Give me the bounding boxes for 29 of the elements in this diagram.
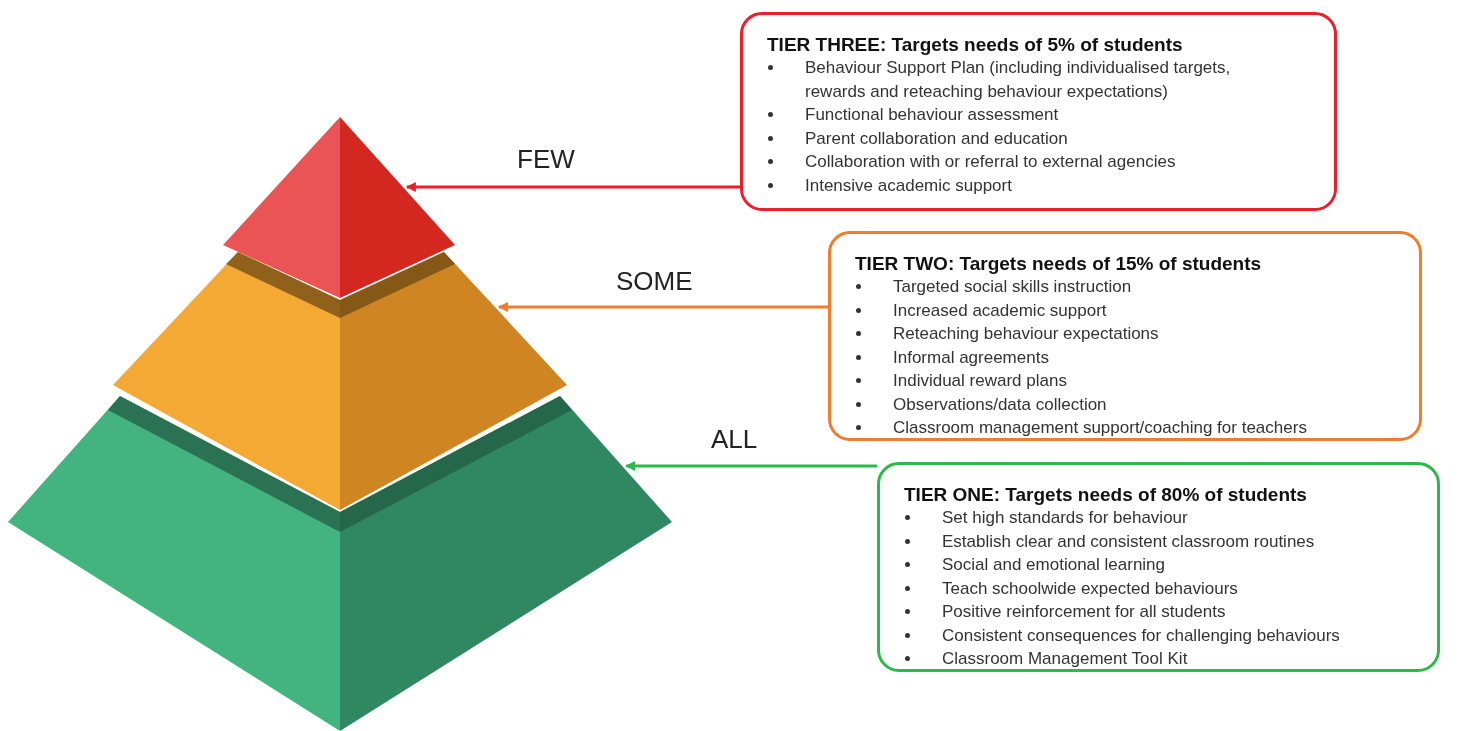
bullet-text: Parent collaboration and education (805, 127, 1068, 150)
bullet-text: Individual reward plans (893, 370, 1067, 392)
pyramid-tier (223, 117, 455, 298)
bullet-text: Collaboration with or referral to external agencies (805, 151, 1176, 173)
bullet-text: Intensive academic support (805, 174, 1012, 197)
bullet-text: Functional behaviour assessment (805, 104, 1059, 126)
bullet-text: Reteaching behaviour expectations (893, 323, 1159, 345)
bullet-text: Social and emotional learning (942, 554, 1166, 576)
tier-heading: TIER THREE: Targets needs of 5% of students (767, 33, 1184, 56)
tier-box (740, 12, 1337, 211)
arrow (497, 302, 828, 312)
bullet-text: Observations/data collection (893, 393, 1107, 416)
arrow (405, 182, 740, 192)
bullet-text: Consistent consequences for challenging behaviours (942, 624, 1340, 647)
bullet-text: Classroom management support/coaching for teachers (893, 417, 1307, 439)
bullet-text: Increased academic support (893, 299, 1107, 322)
tier-box (828, 231, 1422, 441)
bullet-text: Behaviour Support Plan (including individualised targets, rewards and reteaching behaviour expectations) (805, 57, 1232, 103)
bullet-text: Positive reinforcement for all students (942, 601, 1226, 623)
bullet-text: Establish clear and consistent classroom routines (942, 530, 1315, 553)
bullet-text: Informal agreements (893, 346, 1049, 369)
arrow (625, 461, 877, 471)
tier-heading: TIER ONE: Targets needs of 80% of students (904, 483, 1308, 506)
tier-heading: TIER TWO: Targets needs of 15% of students (855, 252, 1263, 275)
tier-box (877, 462, 1440, 672)
bullet-text: Teach schoolwide expected behaviours (942, 577, 1238, 600)
bullet-text: Classroom Management Tool Kit (942, 648, 1188, 670)
bullet-text: Set high standards for behaviour (942, 507, 1188, 529)
bullet-text: Targeted social skills instruction (893, 276, 1132, 298)
